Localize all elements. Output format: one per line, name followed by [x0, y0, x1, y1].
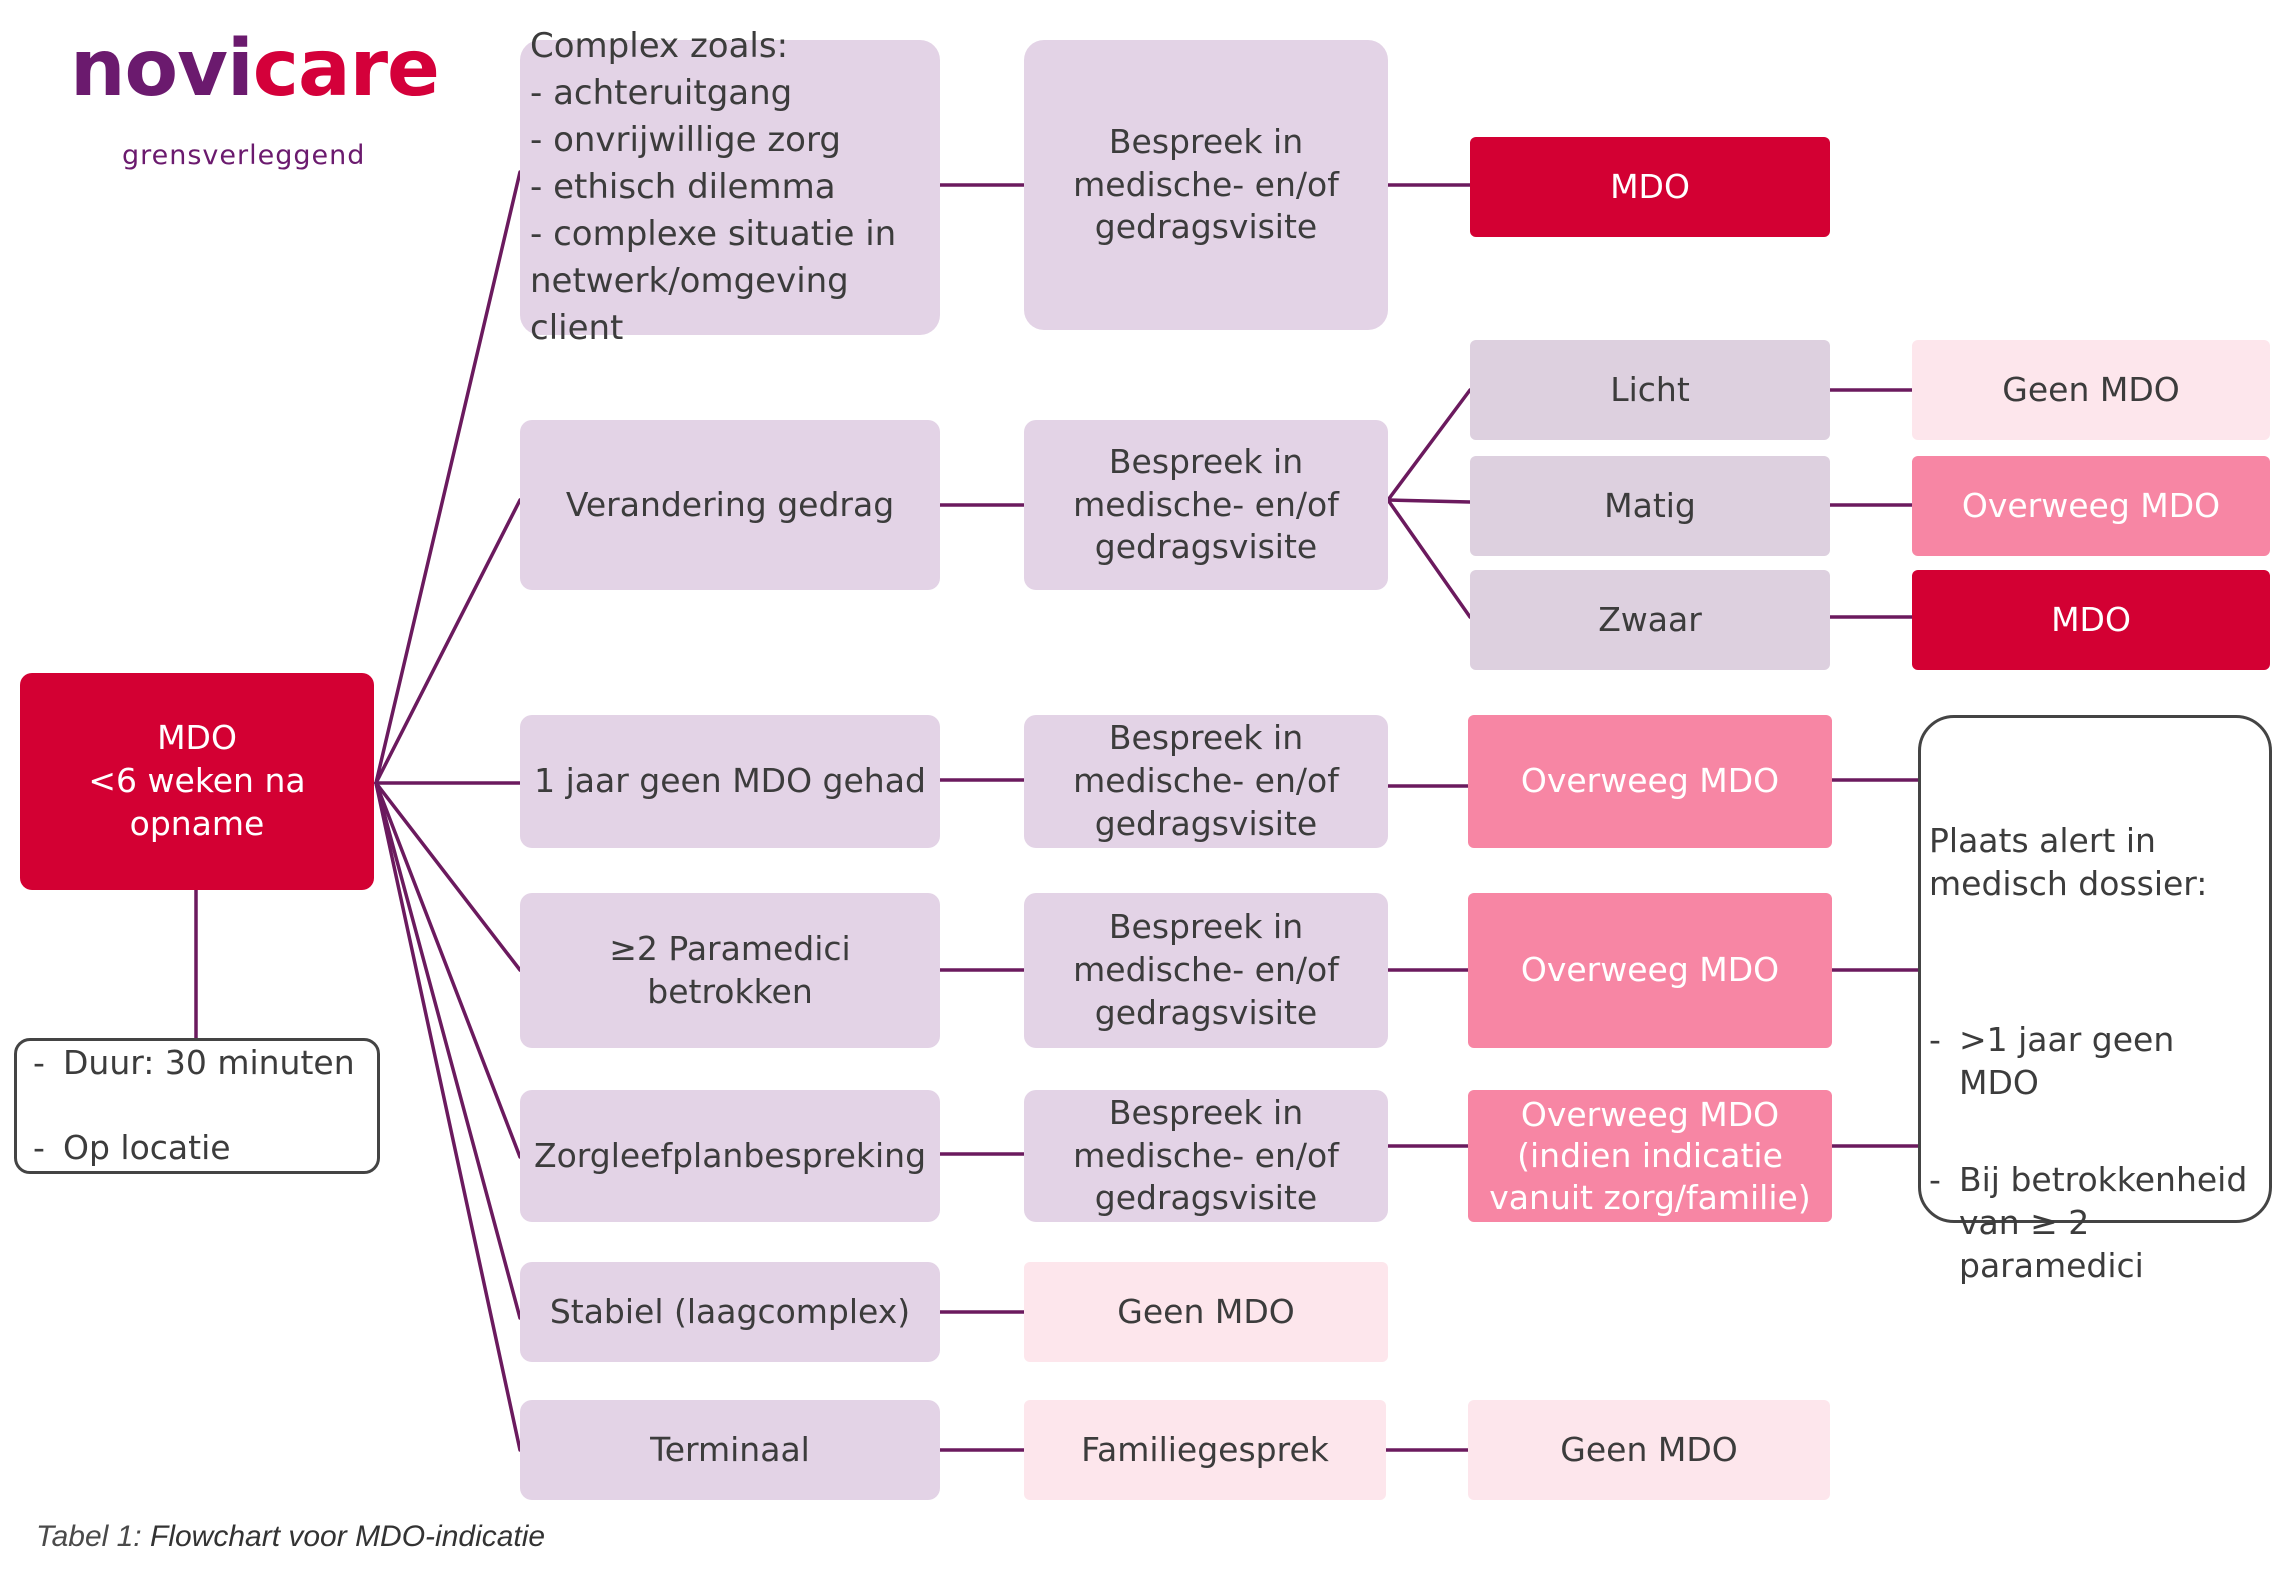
alert-item: >1 jaar geen MDO — [1929, 1019, 2255, 1105]
outcome-complex: MDO — [1470, 137, 1830, 237]
level-zwaar: Zwaar — [1470, 570, 1830, 670]
step-gedrag: Bespreek in medische- en/of gedragsvisit… — [1024, 420, 1388, 590]
outcome-stabiel: Geen MDO — [1024, 1262, 1388, 1362]
step-paramedici: Bespreek in medische- en/of gedragsvisit… — [1024, 893, 1388, 1048]
alert-item: Bij betrokkenheid van ≥ 2 paramedici — [1929, 1159, 2255, 1288]
outcome-zorgleefplan: Overweeg MDO (indien indicatie vanuit zo… — [1468, 1090, 1832, 1222]
logo-tagline: grensverleggend — [122, 140, 366, 171]
logo-wordmark: novicare — [70, 24, 440, 114]
novicare-logo: novicare grensverleggend — [70, 30, 440, 171]
criteria-jaar: 1 jaar geen MDO gehad — [520, 715, 940, 848]
outcome-jaar: Overweeg MDO — [1468, 715, 1832, 848]
alert-box: Plaats alert in medisch dossier: >1 jaar… — [1918, 715, 2272, 1285]
start-node: MDO <6 weken na opname — [20, 673, 374, 890]
level-matig: Matig — [1470, 456, 1830, 556]
figure-caption: Tabel 1: Flowchart voor MDO-indicatie — [36, 1520, 545, 1554]
criteria-stabiel: Stabiel (laagcomplex) — [520, 1262, 940, 1362]
info-box: Duur: 30 minuten Op locatie — [14, 1038, 380, 1174]
connector — [374, 498, 522, 785]
alert-title: Plaats alert in medisch dossier: — [1929, 821, 2208, 903]
criteria-gedrag: Verandering gedrag — [520, 420, 940, 590]
caption-label: Tabel 1: — [36, 1520, 142, 1553]
start-title: MDO — [157, 718, 237, 758]
outcome-paramedici: Overweeg MDO — [1468, 893, 1832, 1048]
connector — [1386, 498, 1472, 504]
connector — [374, 170, 522, 785]
info-list: Duur: 30 minuten Op locatie — [33, 999, 355, 1213]
step-zorgleefplan: Bespreek in medische- en/of gedragsvisit… — [1024, 1090, 1388, 1222]
connector — [1386, 388, 1472, 502]
connector — [374, 781, 522, 1452]
outcome-zwaar: MDO — [1912, 570, 2270, 670]
outcome-terminaal: Geen MDO — [1468, 1400, 1830, 1500]
step-terminaal: Familiegesprek — [1024, 1400, 1386, 1500]
caption-text: Flowchart voor MDO-indicatie — [150, 1520, 546, 1553]
criteria-zorgleefplan: Zorgleefplanbespreking — [520, 1090, 940, 1222]
criteria-paramedici: ≥2 Paramedici betrokken — [520, 893, 940, 1048]
connector — [374, 781, 522, 1320]
step-jaar: Bespreek in medische- en/of gedragsvisit… — [1024, 715, 1388, 848]
step-complex: Bespreek in medische- en/of gedragsvisit… — [1024, 40, 1388, 330]
outcome-licht: Geen MDO — [1912, 340, 2270, 440]
criteria-terminaal: Terminaal — [520, 1400, 940, 1500]
connector — [374, 781, 522, 1159]
connector — [374, 781, 522, 972]
info-item: Duur: 30 minuten — [33, 1042, 355, 1085]
start-subtitle: <6 weken na opname — [88, 761, 306, 843]
connector — [1386, 498, 1472, 619]
info-item: Op locatie — [33, 1127, 355, 1170]
outcome-matig: Overweeg MDO — [1912, 456, 2270, 556]
criteria-complex: Complex zoals: - achteruitgang - onvrijw… — [520, 26, 940, 348]
level-licht: Licht — [1470, 340, 1830, 440]
alert-list: >1 jaar geen MDO Bij betrokkenheid van ≥… — [1929, 976, 2255, 1331]
